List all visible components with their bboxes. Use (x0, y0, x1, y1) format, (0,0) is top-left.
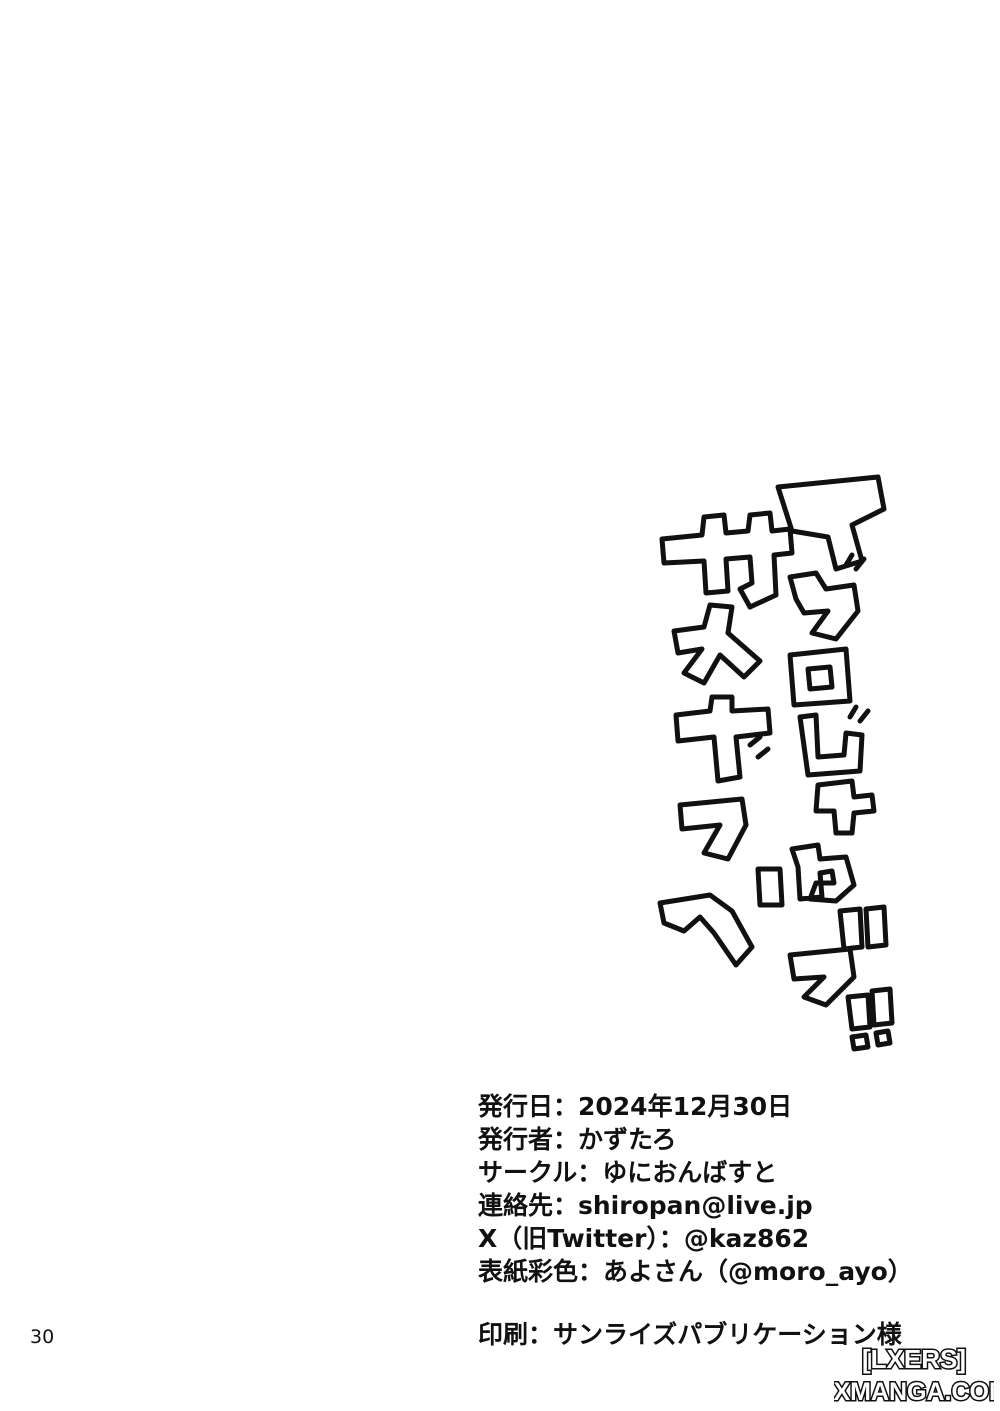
colophon-publisher: 発行者：かずたろ (478, 1125, 677, 1154)
colophon-contact: 連絡先：shiropan@live.jp (478, 1191, 813, 1220)
colophon-cover-color: 表紙彩色：あよさん（@moro_ayo） (478, 1257, 913, 1286)
colophon-printer: 印刷：サンライズパブリケーション様 (478, 1320, 902, 1349)
watermark-logo: [LXERS] LXMANGA.COM (834, 1343, 994, 1408)
page-number: 30 (30, 1326, 55, 1348)
title-logo (657, 474, 895, 1052)
colophon-publish-date: 発行日：2024年12月30日 (478, 1092, 793, 1121)
colophon: 発行日：2024年12月30日 発行者：かずたろ サークル：ゆにおんばすと 連絡… (478, 1090, 958, 1351)
colophon-twitter: X（旧Twitter）：@kaz862 (478, 1224, 810, 1253)
svg-text:LXMANGA.COM: LXMANGA.COM (834, 1378, 994, 1406)
colophon-circle: サークル：ゆにおんばすと (478, 1158, 778, 1187)
svg-text:[LXERS]: [LXERS] (862, 1344, 966, 1374)
